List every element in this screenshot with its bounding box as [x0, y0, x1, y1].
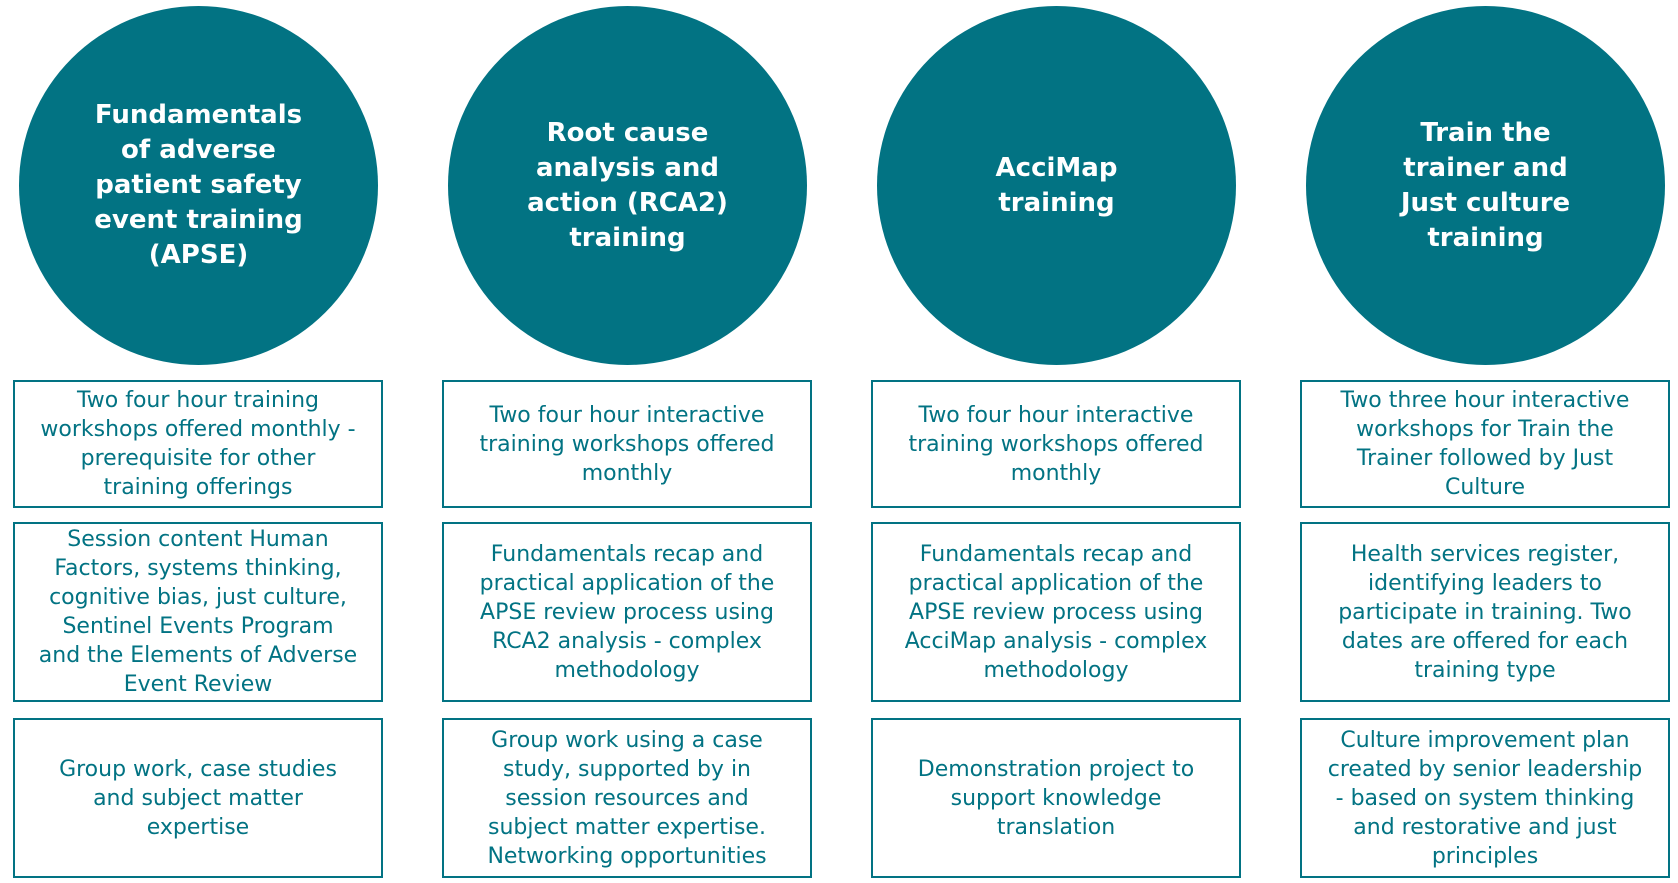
circle-train-the-trainer: Train the trainer and Just culture train… — [1306, 6, 1665, 365]
box-text: Session content Human Factors, systems t… — [38, 527, 358, 697]
circle-title-accimap: AcciMap training — [995, 152, 1118, 218]
box-text: Culture improvement plan created by seni… — [1327, 727, 1643, 869]
box-text: Fundamentals recap and practical applica… — [479, 541, 775, 683]
box-rca2-format: Two four hour interactive training works… — [442, 380, 812, 508]
box-apse-content: Session content Human Factors, systems t… — [13, 522, 383, 702]
circle-apse: Fundamentals of adverse patient safety e… — [19, 6, 378, 365]
box-text: Two three hour interactive workshops for… — [1340, 388, 1630, 500]
column-apse: Fundamentals of adverse patient safety e… — [13, 0, 383, 883]
box-text: Fundamentals recap and practical applica… — [904, 541, 1208, 683]
column-rca2: Root cause analysis and action (RCA2) tr… — [442, 0, 812, 883]
box-apse-format: Two four hour training workshops offered… — [13, 380, 383, 508]
circle-accimap: AcciMap training — [877, 6, 1236, 365]
box-accimap-format: Two four hour interactive training works… — [871, 380, 1241, 508]
column-train-the-trainer: Train the trainer and Just culture train… — [1300, 0, 1670, 883]
box-text: Two four hour interactive training works… — [479, 402, 775, 486]
box-train-content: Health services register, identifying le… — [1300, 522, 1670, 702]
circle-title-apse: Fundamentals of adverse patient safety e… — [94, 100, 303, 270]
box-train-format: Two three hour interactive workshops for… — [1300, 380, 1670, 508]
column-accimap: AcciMap training Two four hour interacti… — [871, 0, 1241, 883]
circle-title-rca2: Root cause analysis and action (RCA2) tr… — [527, 117, 728, 253]
box-rca2-content: Fundamentals recap and practical applica… — [442, 522, 812, 702]
box-text: Health services register, identifying le… — [1338, 541, 1632, 683]
box-text: Group work, case studies and subject mat… — [59, 756, 337, 840]
box-train-method: Culture improvement plan created by seni… — [1300, 718, 1670, 878]
box-accimap-content: Fundamentals recap and practical applica… — [871, 522, 1241, 702]
box-rca2-method: Group work using a case study, supported… — [442, 718, 812, 878]
circle-rca2: Root cause analysis and action (RCA2) tr… — [448, 6, 807, 365]
box-text: Group work using a case study, supported… — [487, 727, 767, 869]
box-accimap-method: Demonstration project to support knowled… — [871, 718, 1241, 878]
box-apse-method: Group work, case studies and subject mat… — [13, 718, 383, 878]
box-text: Demonstration project to support knowled… — [917, 756, 1195, 840]
box-text: Two four hour training workshops offered… — [40, 388, 356, 500]
box-text: Two four hour interactive training works… — [908, 402, 1204, 486]
circle-title-train-the-trainer: Train the trainer and Just culture train… — [1400, 117, 1571, 253]
